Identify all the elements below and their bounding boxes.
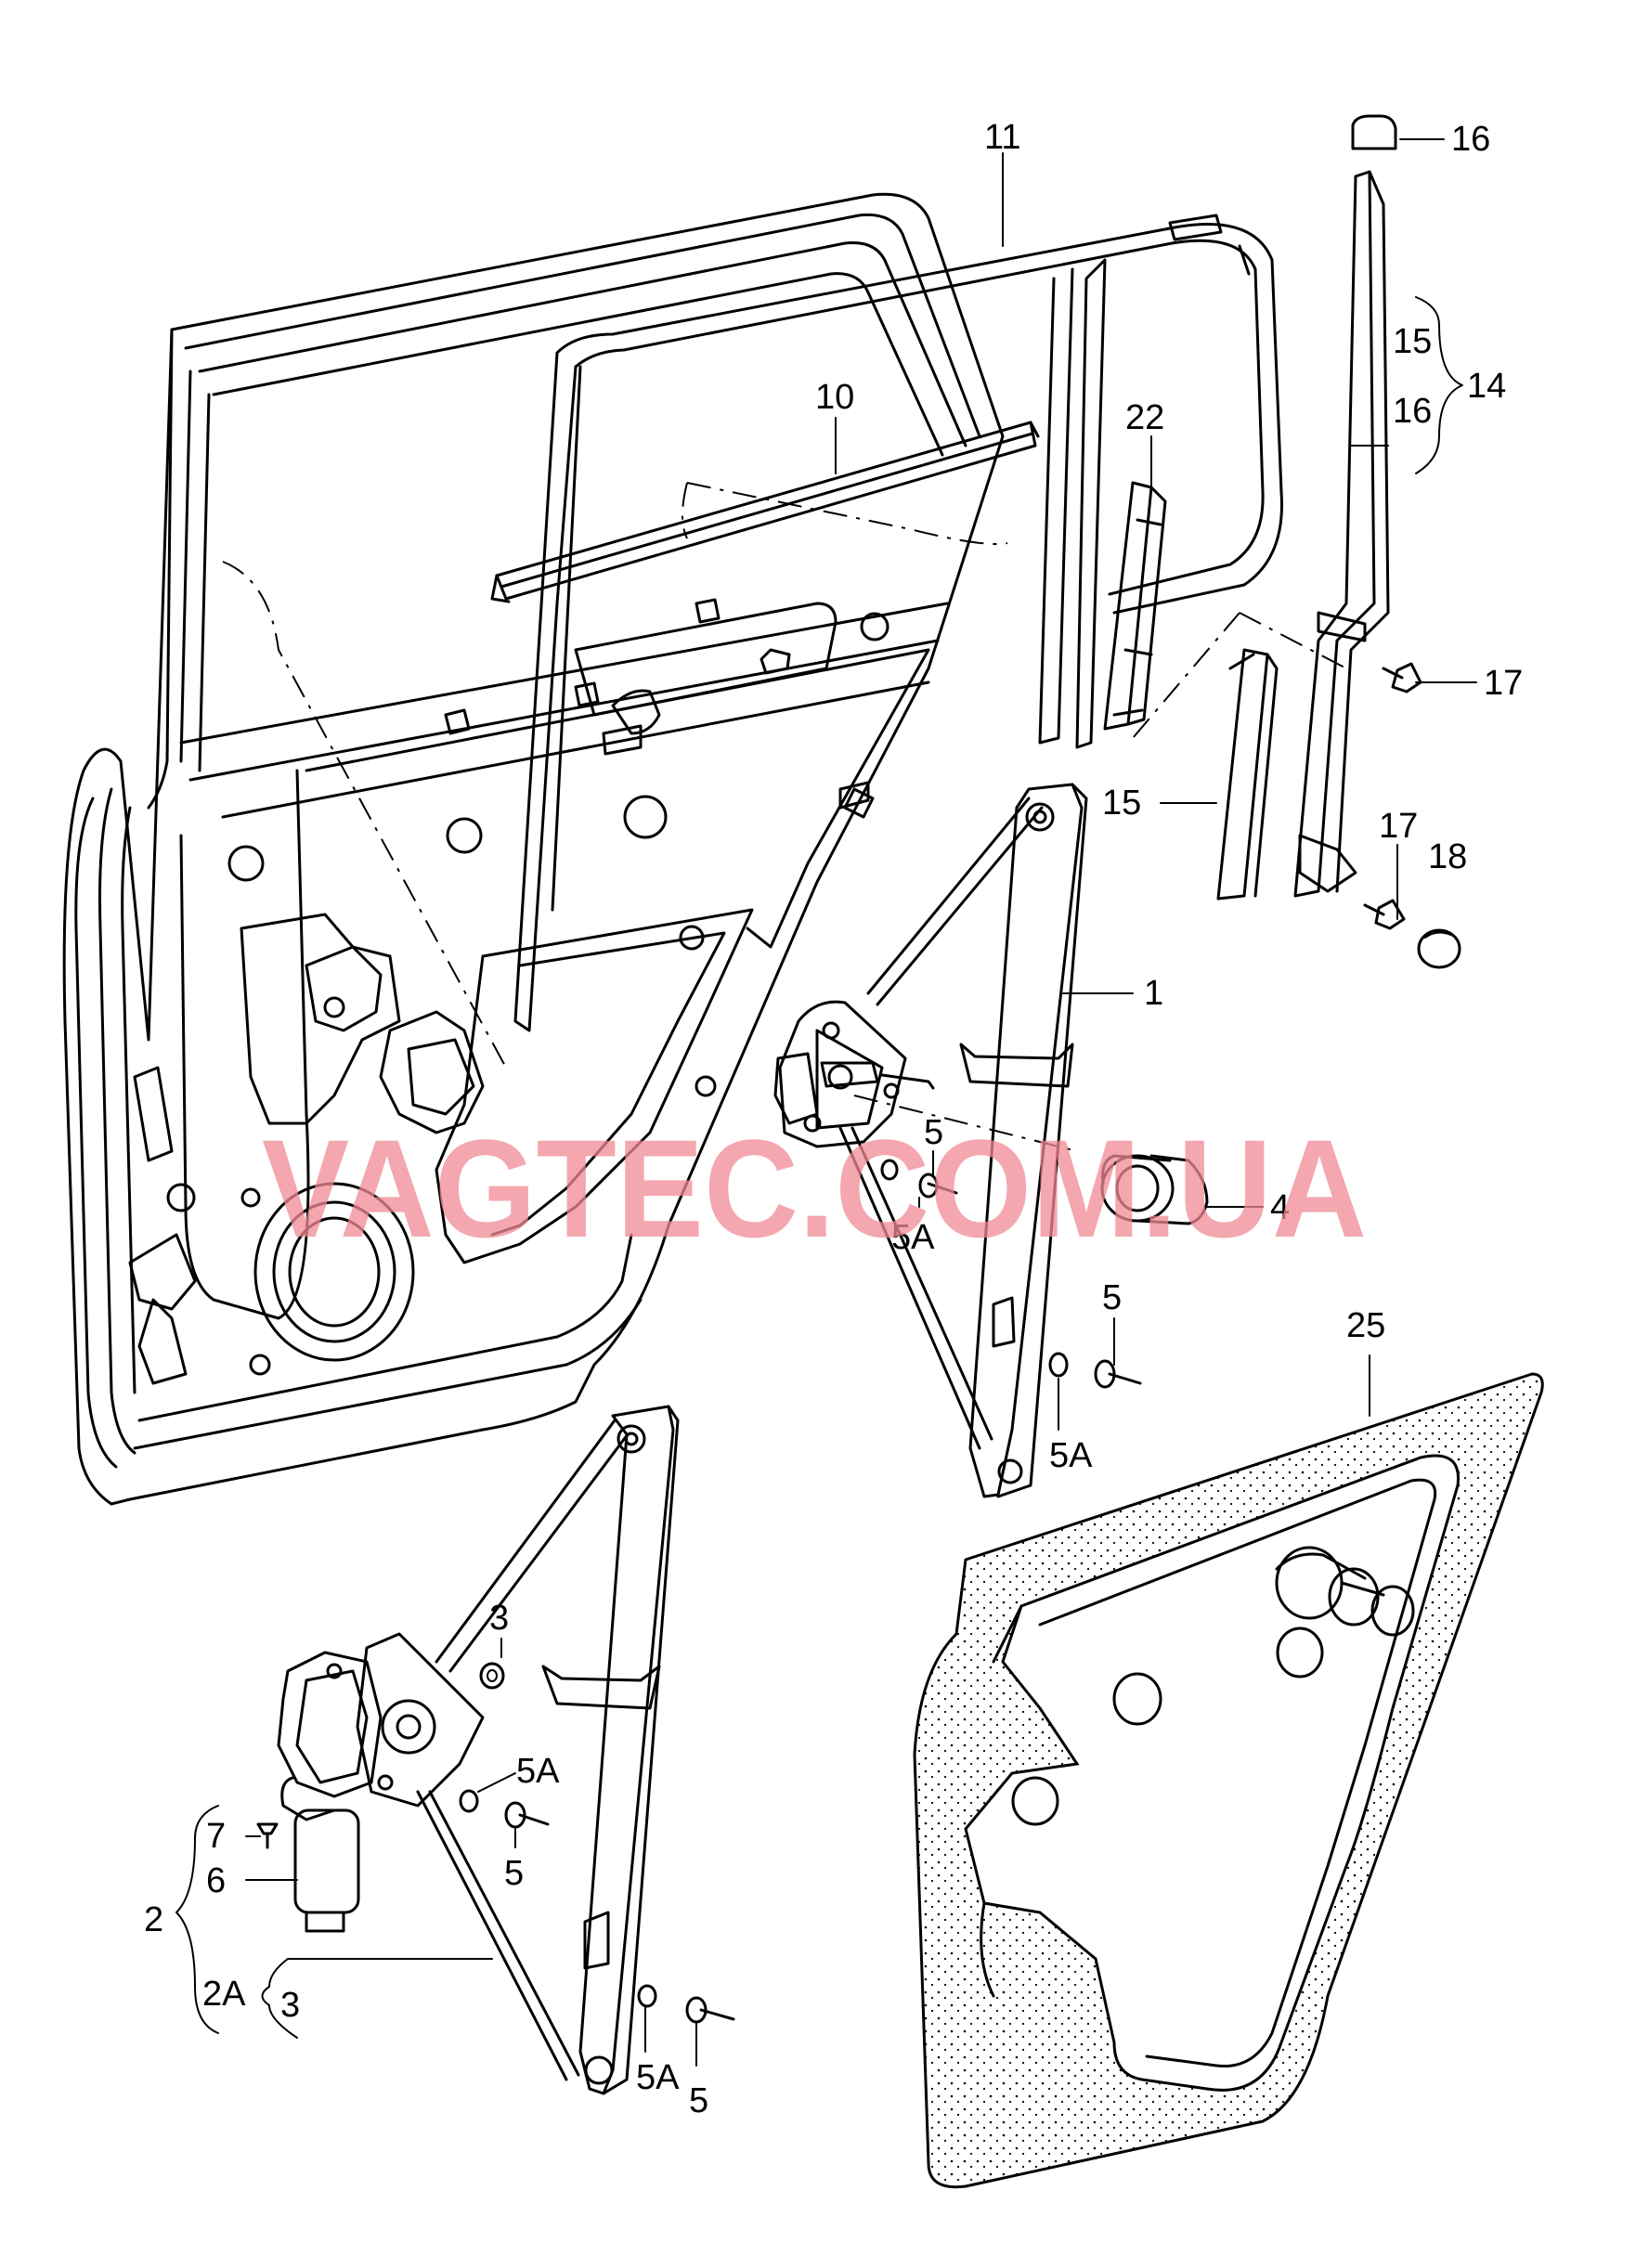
label-17-upper: 17 <box>1484 664 1523 703</box>
guide-lines <box>222 482 1347 1152</box>
glass-run-channel-11 <box>513 214 1283 1032</box>
label-6: 6 <box>206 1861 226 1900</box>
label-18: 18 <box>1428 837 1467 876</box>
screw-7 <box>256 1822 279 1849</box>
label-16-cap: 16 <box>1451 120 1490 159</box>
label-16-strip: 16 <box>1393 392 1432 431</box>
nut-3 <box>479 1662 505 1690</box>
label-7: 7 <box>206 1817 226 1856</box>
label-15-top: 15 <box>1393 322 1432 361</box>
screw-5-upper-2 <box>1048 1352 1142 1389</box>
label-14: 14 <box>1467 367 1506 406</box>
trim-strip-14 <box>1216 170 1390 901</box>
label-5-upper-1: 5 <box>924 1113 943 1152</box>
label-3-nut: 3 <box>489 1599 509 1638</box>
screw-17-upper <box>1382 662 1422 693</box>
label-5A-lower-2: 5A <box>636 2058 680 2097</box>
door-shell <box>62 192 1005 1506</box>
watermark: VAGTEC.COM.UA <box>262 1110 1367 1266</box>
label-25: 25 <box>1346 1306 1385 1345</box>
label-4: 4 <box>1270 1188 1290 1227</box>
label-2A: 2A <box>202 1975 246 2014</box>
label-15-lower: 15 <box>1102 784 1141 823</box>
label-22: 22 <box>1125 398 1164 437</box>
leader-lines <box>175 138 1477 2067</box>
label-5A-upper-1: 5A <box>891 1218 935 1257</box>
label-5A-lower-1: 5A <box>516 1752 560 1791</box>
label-17-lower: 17 <box>1379 807 1418 846</box>
screw-5-lower-1 <box>459 1789 550 1829</box>
window-regulator-1 <box>773 783 1088 1498</box>
plug-18 <box>1417 928 1461 969</box>
guide-rail-22 <box>1103 481 1167 731</box>
label-3-drive: 3 <box>280 1986 300 2025</box>
label-10: 10 <box>815 378 854 417</box>
window-strip-10 <box>490 421 1040 603</box>
label-1: 1 <box>1144 974 1163 1013</box>
label-11: 11 <box>984 118 1020 157</box>
screw-5-lower-2 <box>637 1984 735 2024</box>
label-5-lower-1: 5 <box>504 1854 524 1893</box>
label-2: 2 <box>144 1900 163 1939</box>
cable-drum-4 <box>1100 1154 1209 1225</box>
cap-16 <box>1351 114 1397 150</box>
screw-17-lower <box>1363 899 1406 930</box>
insulation-panel-25 <box>913 1372 1544 2189</box>
screw-5-upper-1 <box>880 1159 958 1199</box>
label-5A-upper-2: 5A <box>1049 1436 1093 1475</box>
part-labels: 11 16 15 16 14 10 22 17 15 17 18 1 5 4 5… <box>144 118 1523 2120</box>
label-5-upper-2: 5 <box>1102 1278 1122 1317</box>
window-regulator-2 <box>277 1405 680 2095</box>
label-5-lower-2: 5 <box>689 2081 708 2120</box>
